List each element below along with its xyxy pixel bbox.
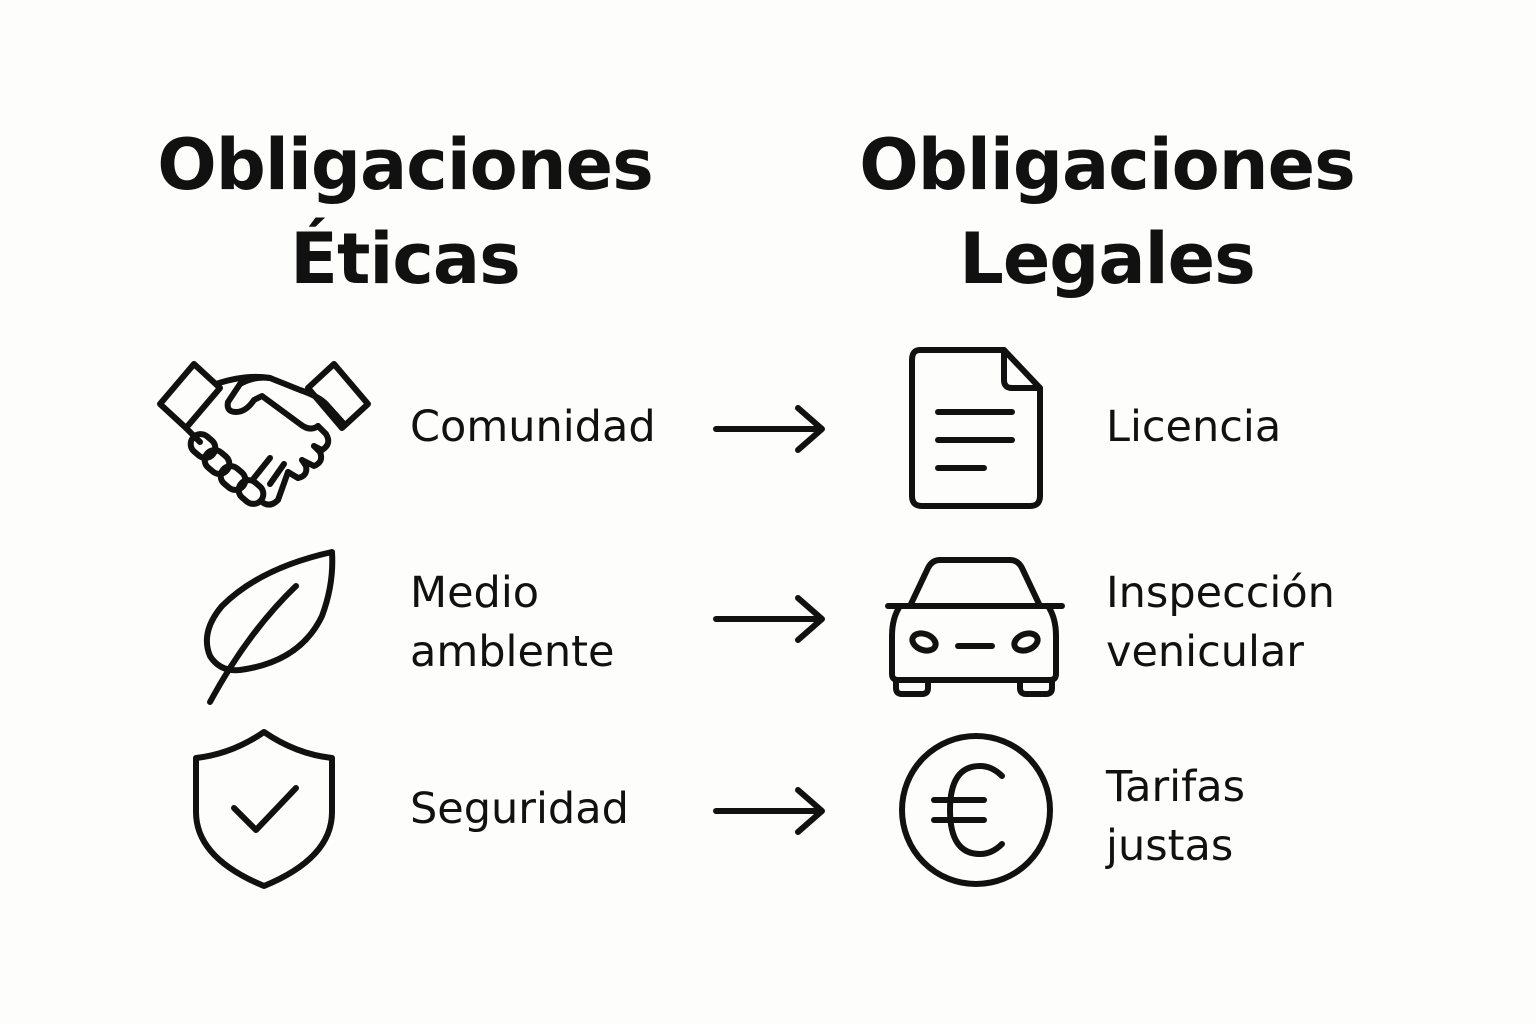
- legal-label-licencia: Licencia: [1106, 398, 1281, 457]
- car-icon: [884, 556, 1066, 698]
- leaf-icon: [200, 548, 340, 708]
- label-line: Tarifas: [1106, 762, 1246, 812]
- shield-check-icon: [190, 728, 338, 892]
- euro-coin-icon: [896, 730, 1056, 890]
- label-line: amblente: [410, 627, 615, 677]
- label-line: justas: [1106, 821, 1234, 871]
- arrow-right-icon: [712, 594, 827, 644]
- heading-line: Obligaciones: [859, 124, 1356, 206]
- label-line: venicular: [1106, 627, 1304, 677]
- heading-line: Obligaciones: [157, 124, 654, 206]
- ethical-label-seguridad: Seguridad: [410, 780, 629, 839]
- ethical-label-comunidad: Comunidad: [410, 398, 656, 457]
- label-line: Medio: [410, 568, 540, 618]
- ethical-obligations-heading: Obligaciones Éticas: [125, 118, 685, 306]
- legal-label-tarifas-justas: Tarifas justas: [1106, 758, 1245, 876]
- heading-line: Éticas: [290, 218, 521, 300]
- legal-obligations-heading: Obligaciones Legales: [827, 118, 1387, 306]
- ethical-label-medio-ambiente: Medio amblente: [410, 564, 615, 682]
- label-line: Inspección: [1106, 568, 1335, 618]
- legal-label-inspeccion-vehicular: Inspección venicular: [1106, 564, 1335, 682]
- heading-line: Legales: [959, 218, 1256, 300]
- label-line: Comunidad: [410, 402, 656, 452]
- label-line: Seguridad: [410, 784, 629, 834]
- handshake-icon: [150, 352, 378, 514]
- label-line: Licencia: [1106, 402, 1282, 452]
- arrow-right-icon: [712, 404, 827, 454]
- arrow-right-icon: [712, 786, 827, 836]
- document-icon: [908, 346, 1044, 510]
